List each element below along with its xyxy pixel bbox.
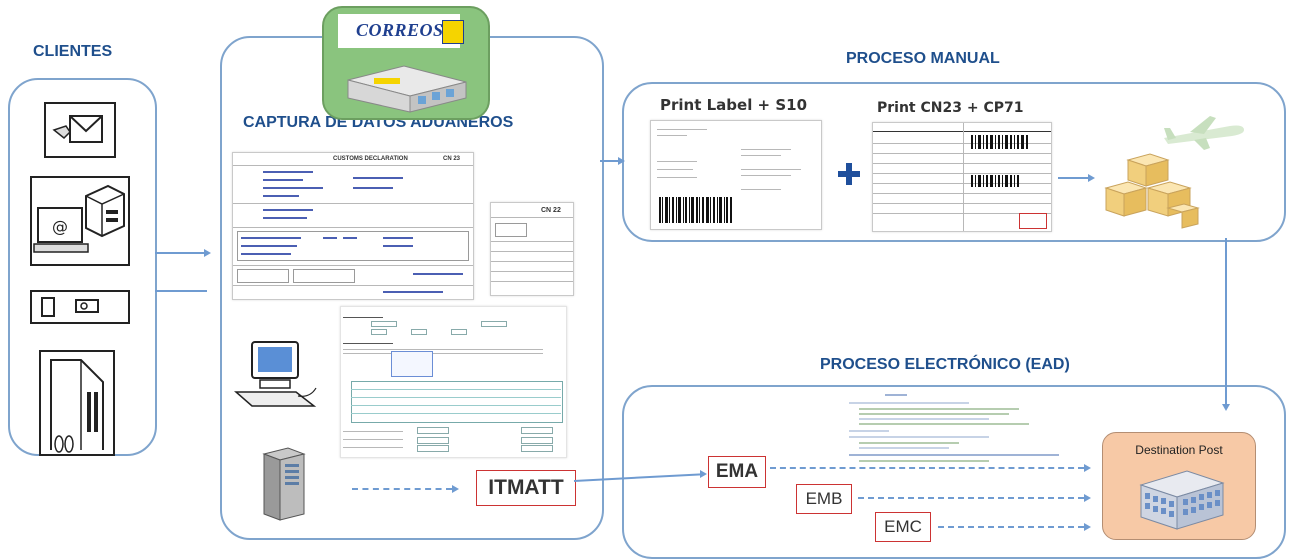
s10-barcode bbox=[659, 197, 732, 223]
cn22-form: CN 22 bbox=[490, 202, 574, 296]
arrowhead-manual-shipment bbox=[1088, 174, 1095, 182]
building-icon bbox=[39, 350, 115, 456]
arrow-capture-manual bbox=[600, 160, 622, 162]
arrowhead-capture-manual bbox=[618, 157, 625, 165]
svg-text:@: @ bbox=[52, 217, 68, 236]
destination-building-icon bbox=[1139, 470, 1225, 530]
print-cn23-title: Print CN23 + CP71 bbox=[877, 100, 1024, 116]
server-tower-icon bbox=[262, 447, 306, 521]
clientes-heading: CLIENTES bbox=[33, 43, 113, 60]
cn23-customs-declaration-form: CUSTOMS DECLARATION CN 23 bbox=[232, 152, 474, 300]
arrow-clientes-capture-2 bbox=[155, 290, 207, 292]
arrow-ema-destination bbox=[770, 467, 1084, 469]
arrowhead-manual-to-electronic bbox=[1222, 404, 1230, 411]
correos-logo-strip: CORREOS bbox=[338, 14, 464, 48]
emb-label: EMB bbox=[805, 489, 843, 508]
computer-package-icon: @ bbox=[30, 176, 130, 266]
ema-message: EMA bbox=[708, 456, 766, 488]
arrowhead-emc-destination bbox=[1084, 523, 1091, 531]
web-capture-form bbox=[340, 306, 567, 458]
correos-post-office-badge: CORREOS bbox=[322, 6, 490, 120]
desktop-computer-icon bbox=[234, 341, 317, 407]
cn23-cp71-printed-form bbox=[872, 122, 1052, 232]
shipping-label-s10 bbox=[650, 120, 822, 230]
destination-post-box: Destination Post bbox=[1102, 432, 1256, 540]
emc-message: EMC bbox=[875, 512, 931, 542]
parcels-stack-icon bbox=[1104, 153, 1200, 229]
itmatt-message: ITMATT bbox=[476, 470, 576, 506]
destination-post-label: Destination Post bbox=[1135, 443, 1223, 457]
emb-message: EMB bbox=[796, 484, 852, 514]
mail-letter-icon bbox=[44, 102, 116, 158]
airplane-icon bbox=[1164, 116, 1244, 150]
print-label-title: Print Label + S10 bbox=[660, 96, 808, 114]
cn22-form-code: CN 22 bbox=[541, 207, 561, 214]
correos-logo-text: CORREOS bbox=[356, 20, 444, 40]
arrow-manual-to-electronic bbox=[1225, 238, 1227, 408]
arrowhead-ema-destination bbox=[1084, 464, 1091, 472]
cn23-form-code: CN 23 bbox=[443, 156, 461, 162]
cn23-form-title: CUSTOMS DECLARATION bbox=[333, 156, 408, 162]
arrow-clientes-capture-1 bbox=[155, 252, 207, 254]
arrow-emc-destination bbox=[938, 526, 1084, 528]
plus-icon bbox=[838, 163, 860, 185]
electronic-heading: PROCESO ELECTRÓNICO (EAD) bbox=[820, 356, 1070, 373]
arrowhead-itmatt-ema bbox=[700, 470, 707, 478]
emc-label: EMC bbox=[884, 517, 922, 536]
arrow-server-itmatt bbox=[352, 488, 452, 490]
arrow-emb-destination bbox=[858, 497, 1084, 499]
ema-label: EMA bbox=[715, 461, 759, 482]
itmatt-label: ITMATT bbox=[488, 476, 564, 499]
correos-horn-icon bbox=[442, 20, 464, 44]
arrowhead-server-itmatt bbox=[452, 485, 459, 493]
arrow-manual-shipment bbox=[1058, 177, 1090, 179]
arrowhead-clientes-capture-1 bbox=[204, 249, 211, 257]
post-office-building-icon bbox=[347, 65, 467, 113]
xml-message-snippet bbox=[845, 392, 1075, 466]
arrowhead-emb-destination bbox=[1084, 494, 1091, 502]
shop-counter-icon bbox=[30, 290, 130, 324]
manual-heading: PROCESO MANUAL bbox=[846, 50, 1000, 67]
